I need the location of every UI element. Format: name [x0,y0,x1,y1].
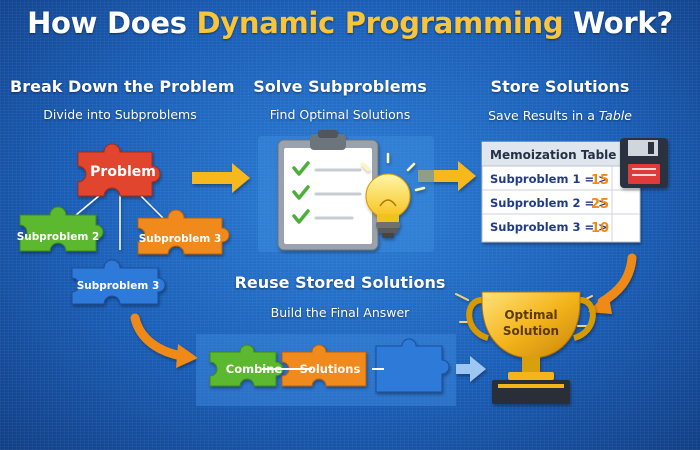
puzzle-piece-icon [19,206,104,252]
clipboard-lines [314,168,362,220]
subproblem-right-label: Subproblem 3 [139,233,222,245]
floppy-disk-icon [620,138,668,188]
trophy-icon [455,291,596,404]
title-prefix: How Does [27,6,197,40]
arrow-icon [418,161,476,191]
subproblem-left-label: Subproblem 2 [17,231,100,243]
memo-row-value: 15 [591,173,609,188]
lightbulb-icon [360,152,426,238]
subproblem-bottom-label: Subproblem 3 [77,280,160,292]
step-store-heading: Store Solutions [490,77,630,96]
arrow-icon [130,313,198,368]
puzzle-piece-icon [375,338,450,393]
step-store-subheading: Save Results in a Table [450,108,670,123]
memo-row-label: Subproblem 2 = > [490,196,608,210]
problem-piece-label: Problem [90,164,156,180]
memo-table-title: Memoization Table [490,148,616,162]
trophy-line1: Optimal [504,308,557,322]
arrow-icon [192,163,250,193]
memo-row-value: 25 [591,197,609,212]
combine-right-label: Solutions [300,362,361,376]
puzzle-piece-icon [209,344,284,387]
memoization-table [481,141,641,243]
combine-bar [196,334,456,406]
step-reuse-subheading: Build the Final Answer [270,305,410,320]
page-title: How Does Dynamic Programming Work? [0,6,700,40]
step-solve-heading: Solve Subproblems [253,77,427,96]
title-highlight: Dynamic Programming [196,6,564,40]
checkmark-icon [292,161,310,224]
arrow-icon [456,356,486,382]
trophy-line2: Solution [503,324,559,338]
memo-row-label: Subproblem 3 = > [490,220,608,234]
arrow-icon [588,253,637,314]
step-breakdown-heading: Break Down the Problem [10,77,235,96]
puzzle-group: Problem Subproblem 2 Subproblem 3 Subpro… [17,143,230,305]
puzzle-piece-icon [71,259,166,305]
combine-left-label: Combine [226,362,283,376]
puzzle-piece-icon [137,209,230,255]
puzzle-piece-icon [77,143,161,197]
store-subheading-emphasis: Table [598,108,632,123]
step-reuse-heading: Reuse Stored Solutions [234,273,446,292]
memo-row-value: 10 [591,221,609,236]
store-subheading-text: Save Results in a [488,108,599,123]
title-suffix: Work? [563,6,673,40]
step-solve-subheading: Find Optimal Solutions [269,107,411,122]
memo-row-label: Subproblem 1 = > [490,172,608,186]
step-breakdown-subheading: Divide into Subproblems [43,107,197,122]
